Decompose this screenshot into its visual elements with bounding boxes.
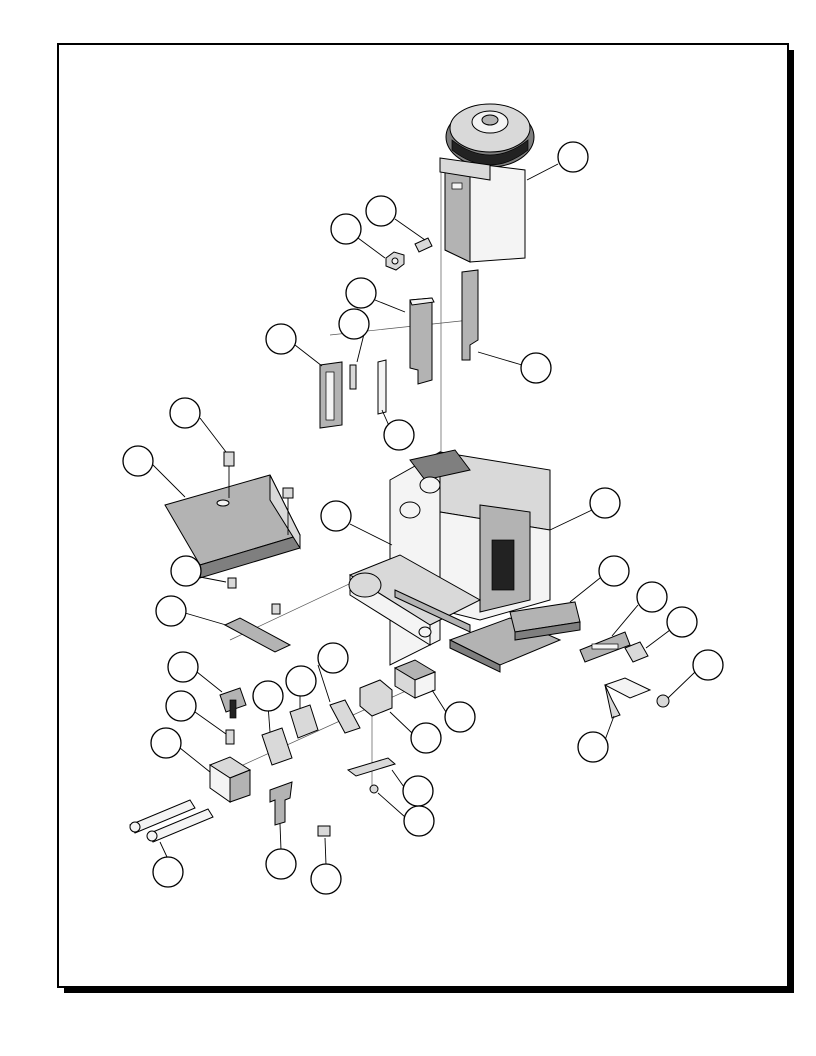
ram-housing <box>439 157 526 263</box>
callout-balloon <box>345 277 406 313</box>
callout-balloon <box>285 665 317 708</box>
cover-screw-2 <box>282 487 294 535</box>
callout-balloon <box>389 711 442 754</box>
anvil-bed <box>348 554 482 646</box>
callout-balloon <box>252 680 284 733</box>
block-housing <box>208 756 252 803</box>
strip-guide <box>329 699 361 734</box>
callout-balloon <box>577 715 615 763</box>
callout-balloon <box>122 445 186 498</box>
callout-balloon <box>365 195 426 241</box>
spring <box>225 729 235 745</box>
callout-balloon <box>645 606 698 649</box>
cover-screw-1 <box>223 451 235 498</box>
callout-balloon <box>152 841 184 888</box>
callout-balloon <box>317 642 349 703</box>
latch-screw <box>656 694 670 708</box>
callout-balloon <box>431 689 476 733</box>
punch-blade-middle <box>409 297 435 385</box>
callout-balloon <box>169 397 227 453</box>
callouts <box>122 141 724 895</box>
callout-balloon <box>155 595 227 627</box>
callout-balloon <box>170 555 227 587</box>
callout-balloon <box>381 409 415 451</box>
callout-balloon <box>667 649 724 699</box>
callout-balloon <box>330 213 386 259</box>
gripper-arm-2 <box>261 727 293 766</box>
small-screw <box>414 237 433 253</box>
side-guide-bar <box>509 601 581 641</box>
callout-balloon <box>167 651 223 693</box>
gripper-arm-1 <box>289 704 319 739</box>
hex-nut <box>385 251 405 271</box>
callout-balloon <box>165 690 227 735</box>
knife-screw <box>369 784 379 794</box>
feed-rail <box>223 577 292 653</box>
small-pin <box>349 364 357 390</box>
lever-screw <box>317 825 331 837</box>
callout-balloon <box>320 500 393 546</box>
callout-balloon <box>526 141 589 181</box>
guide-plate-left <box>319 361 343 429</box>
callout-balloon <box>549 487 621 531</box>
punch-blade-right <box>461 269 479 361</box>
long-bolt-1 <box>129 799 196 834</box>
callout-balloon <box>265 323 323 367</box>
locking-plate <box>579 631 631 663</box>
callout-balloon <box>338 308 370 363</box>
callout-balloon <box>477 351 552 384</box>
callout-balloon <box>377 792 435 837</box>
callout-balloon <box>569 555 630 603</box>
callout-balloon <box>611 581 668 637</box>
gripper-jaw <box>219 687 247 719</box>
spring-clip <box>377 359 387 415</box>
cover-plate <box>164 474 301 579</box>
knurled-feed-wheel <box>445 103 535 168</box>
latch-bracket <box>603 677 652 719</box>
finger-lever <box>269 781 293 826</box>
locking-screw <box>624 641 649 663</box>
callout-balloon <box>150 727 211 773</box>
callout-balloon <box>265 823 297 880</box>
shear-block <box>393 659 437 699</box>
shear-holder <box>359 679 393 717</box>
long-bolt-2 <box>146 808 214 843</box>
callout-balloon <box>310 837 342 895</box>
knife-plate <box>346 757 397 777</box>
